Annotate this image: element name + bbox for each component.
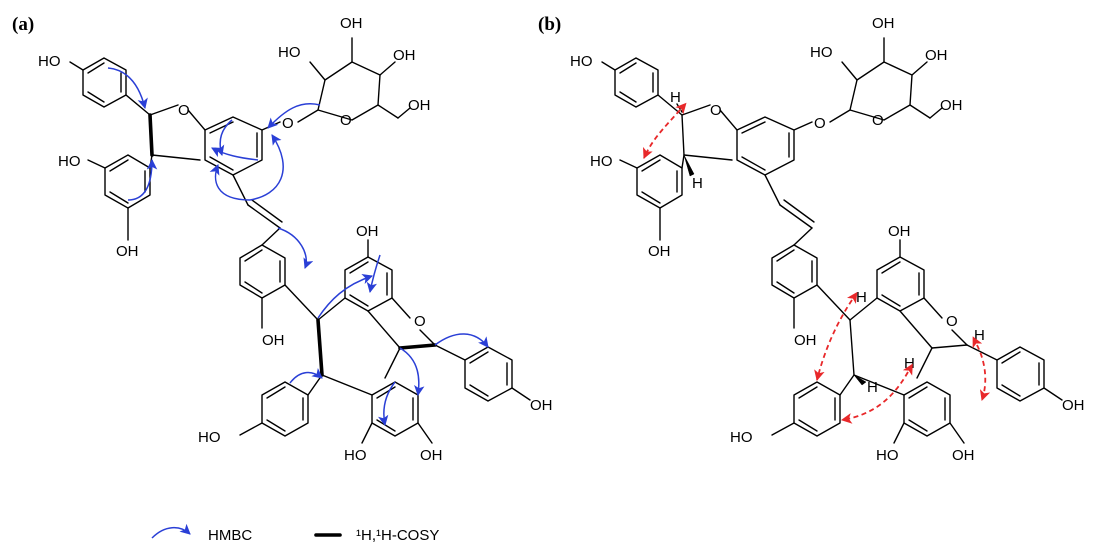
atom-label: OH [888,223,911,240]
hydrogen-label: H [692,175,703,192]
noesy-arrow [972,336,991,402]
hmbc-arrow [107,67,148,110]
legend: HMBC ¹H,¹H-COSY [151,523,439,544]
atom-label: HO [344,447,367,464]
panel-label-a: (a) [12,14,34,35]
hmbc-arrow [399,347,425,397]
atom-label: O [814,115,826,132]
atom-label: OH [648,243,671,260]
atom-label: OH [530,397,553,414]
noesy-arrow [814,291,858,382]
hmbc-arrow [277,227,314,269]
structure-b: HO O HO OH O O HO OH OH OH OH OH O OH HO… [570,15,1085,464]
hydrogen-label: H [867,379,878,396]
hmbc-arrow [249,134,284,201]
atom-label: OH [952,447,975,464]
atom-label: HO [58,153,81,170]
atom-label: HO [730,429,753,446]
atom-label: HO [876,447,899,464]
hmbc-arrow [366,254,381,294]
atom-label: HO [278,44,301,61]
legend-cosy-label: ¹H,¹H-COSY [356,527,439,544]
atom-label: OH [420,447,443,464]
noesy-arrow [643,102,687,159]
structure-a: HO O HO OH O O HO OH OH OH OH OH O OH HO… [38,15,553,464]
hmbc-arrow [378,381,396,427]
hmbc-arrow [214,119,233,157]
hydrogen-label: H [856,289,867,306]
hmbc-arrow [267,103,321,129]
atom-label: OH [872,15,895,32]
hmbc-arrow [289,367,323,384]
atom-label: OH [356,223,379,240]
atom-label: HO [590,153,613,170]
cosy-bond [316,318,324,377]
atom-label: O [414,313,426,330]
atom-label: OH [794,332,817,349]
hydrogen-label: H [670,89,681,106]
cosy-bond [148,113,154,157]
atom-label: HO [810,44,833,61]
atom-label: OH [262,332,285,349]
atom-label: O [178,102,190,119]
hydrogen-label: H [974,327,985,344]
atom-label: OH [925,47,948,64]
atom-label: O [872,112,884,129]
cosy-bond [398,343,437,350]
hydrogen-label: H [904,355,915,372]
atom-label: O [710,102,722,119]
atom-label: HO [38,53,61,70]
atom-label: OH [393,47,416,64]
atom-label: OH [116,243,139,260]
hmbc-arrow [317,274,373,319]
legend-hmbc-label: HMBC [208,527,252,544]
hmbc-arrow [127,158,158,201]
atom-label: HO [198,429,221,446]
atom-label: O [282,115,294,132]
atom-label: OH [340,15,363,32]
atom-label: HO [570,53,593,70]
hmbc-arrow [434,333,489,348]
hmbc-arrow [209,164,251,201]
panel-label-b: (b) [538,14,561,35]
atom-label: OH [408,97,431,114]
hmbc-arrow [211,147,259,161]
noesy-arrow [840,363,913,424]
atom-label: OH [1062,397,1085,414]
atom-label: O [340,112,352,129]
legend-hmbc-arrow [151,523,191,539]
atom-label: O [946,313,958,330]
atom-label: OH [940,97,963,114]
